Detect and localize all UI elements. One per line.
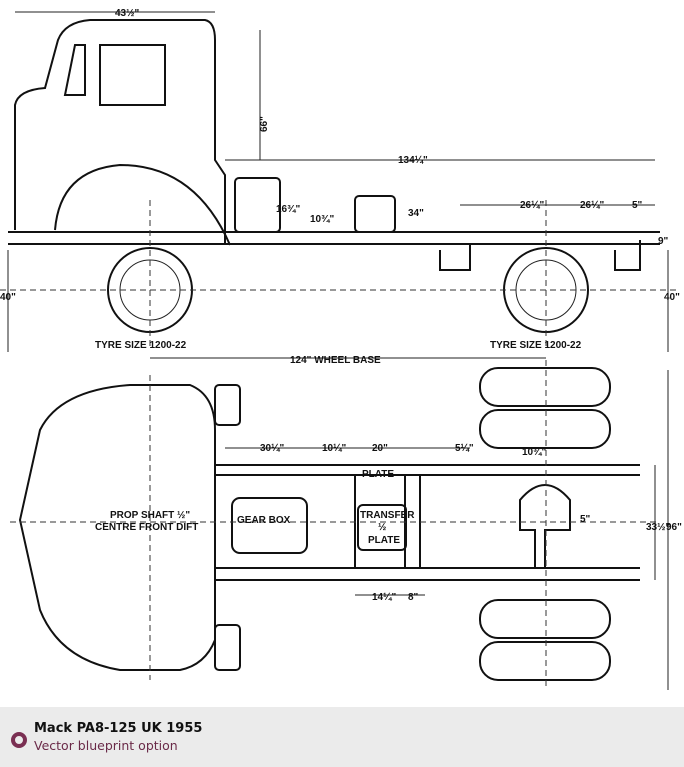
dim-d4: 5¼": [455, 443, 474, 454]
dim-d7: 8": [408, 592, 419, 603]
top-view: 30¼" 10¼" 20" 5¼" 10¾" 14¼" 8" 33½" 96" …: [10, 360, 682, 690]
centre-lines: [0, 200, 680, 350]
fuel-tank: [234, 177, 281, 233]
dim-box: 34": [408, 208, 424, 219]
truck-blueprint-drawing: 43½" 66" 134¼" 26¼" 26¼" 5" 9" 40" 40" 1…: [0, 8, 682, 690]
wheel-base: 124" WHEEL BASE: [290, 355, 381, 366]
side-view: 43½" 66" 134¼" 26¼" 26¼" 5" 9" 40" 40" 1…: [0, 8, 680, 366]
label-centre-front-diff: CENTRE FRONT DIFT: [95, 522, 198, 533]
label-transfer: TRANSFER: [360, 510, 415, 521]
rear-tyre-outer-upper: [479, 367, 611, 407]
front-fender: [54, 163, 231, 246]
frame-rails: [215, 464, 640, 581]
cab-outline: [14, 19, 226, 245]
side-frame: [8, 231, 660, 245]
label-gear-box: GEAR BOX: [237, 515, 291, 526]
tyre-size-rear: TYRE SIZE 1200-22: [490, 340, 582, 351]
dim-axle-offset: 5": [580, 514, 591, 525]
rear-diff: [519, 484, 571, 569]
caption-bar: [0, 707, 684, 767]
dim-shaft: 10¾": [310, 214, 334, 225]
dim-d2: 10¼": [322, 443, 346, 454]
circle-bullet-icon: [11, 732, 27, 748]
dim-overall: 134¼": [398, 155, 428, 166]
dim-height-rear: 40": [664, 292, 680, 303]
tyre-size-front: TYRE SIZE 1200-22: [95, 340, 187, 351]
top-centre-lines: [10, 360, 660, 690]
dim-cab-length: 43½": [115, 8, 139, 19]
blueprint-title: Mack PA8-125 UK 1955: [34, 721, 203, 736]
front-tyre-top-upper: [214, 384, 241, 426]
rear-springs: [439, 240, 641, 271]
rear-tyre-inner-upper: [479, 409, 611, 449]
front-tyre-top-lower: [214, 624, 241, 671]
dim-height-front: 40": [0, 292, 16, 303]
dim-d6: 14¼": [372, 592, 396, 603]
dim-tank: 16¾": [276, 204, 300, 215]
label-prop-shaft: PROP SHAFT ½": [110, 510, 190, 521]
label-plate: PLATE: [362, 469, 394, 480]
dim-overhang: 5": [632, 200, 643, 211]
dim-rear-a: 26¼": [520, 200, 544, 211]
dim-frame-width: 33½": [646, 522, 670, 533]
rear-tyre-outer-lower: [479, 641, 611, 681]
dimension-lines: [7, 11, 669, 359]
dim-rear-b: 26¼": [580, 200, 604, 211]
dim-d5: 10¾": [522, 447, 546, 458]
cab-top: [18, 384, 216, 671]
rear-tyre-inner-lower: [479, 599, 611, 639]
dim-cab-height: 66": [259, 116, 270, 132]
label-transfer-plate: PLATE: [368, 535, 400, 546]
dim-d1: 30¼": [260, 443, 284, 454]
dim-overall-width: 96": [666, 522, 682, 533]
dim-frame-height: 9": [658, 236, 669, 247]
dim-d3: 20": [372, 443, 388, 454]
label-transfer-half: ½: [378, 522, 386, 533]
gear-box: [231, 497, 308, 554]
top-dimension-lines: [225, 370, 669, 690]
battery-box: [354, 195, 396, 233]
cab-windows: [63, 44, 166, 106]
blueprint-subtitle[interactable]: Vector blueprint option: [34, 738, 178, 753]
